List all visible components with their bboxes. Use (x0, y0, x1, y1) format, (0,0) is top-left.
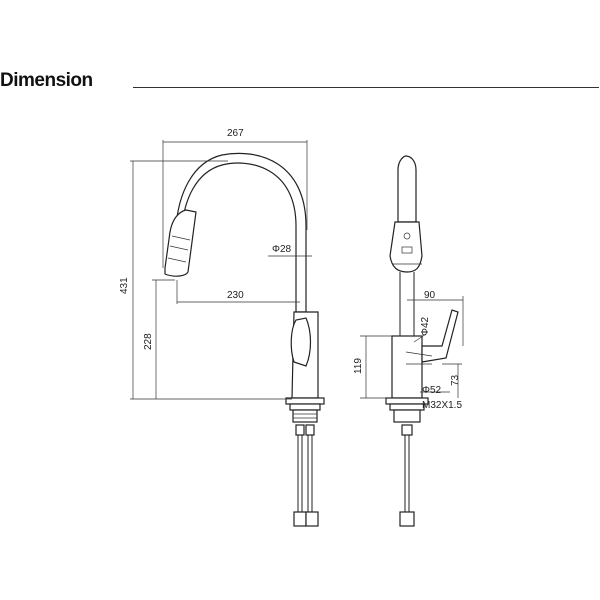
front-spray-head (164, 209, 197, 277)
dim-width-total: 267 (227, 128, 244, 139)
dim-base-dia: Φ52 (422, 385, 442, 396)
title-rule (133, 87, 599, 88)
dim-thread: M32X1.5 (422, 400, 462, 411)
front-lever (290, 317, 312, 367)
front-view (130, 140, 325, 527)
side-view (360, 155, 464, 527)
dim-lever-height: 73 (450, 374, 461, 386)
dim-handle-reach: 90 (424, 290, 436, 301)
side-spout (397, 155, 417, 223)
dim-spout-height: 228 (143, 333, 154, 350)
dim-body-height: 119 (353, 358, 364, 374)
dim-spout-reach: 230 (227, 290, 244, 301)
dim-lever-dia: Φ42 (420, 316, 431, 336)
side-lever (421, 309, 459, 363)
front-spout (175, 152, 307, 313)
dim-height-total: 431 (119, 277, 130, 294)
section-title: Dimension (0, 70, 93, 91)
dim-hose-dia: Φ28 (272, 244, 292, 255)
side-body (391, 335, 423, 399)
